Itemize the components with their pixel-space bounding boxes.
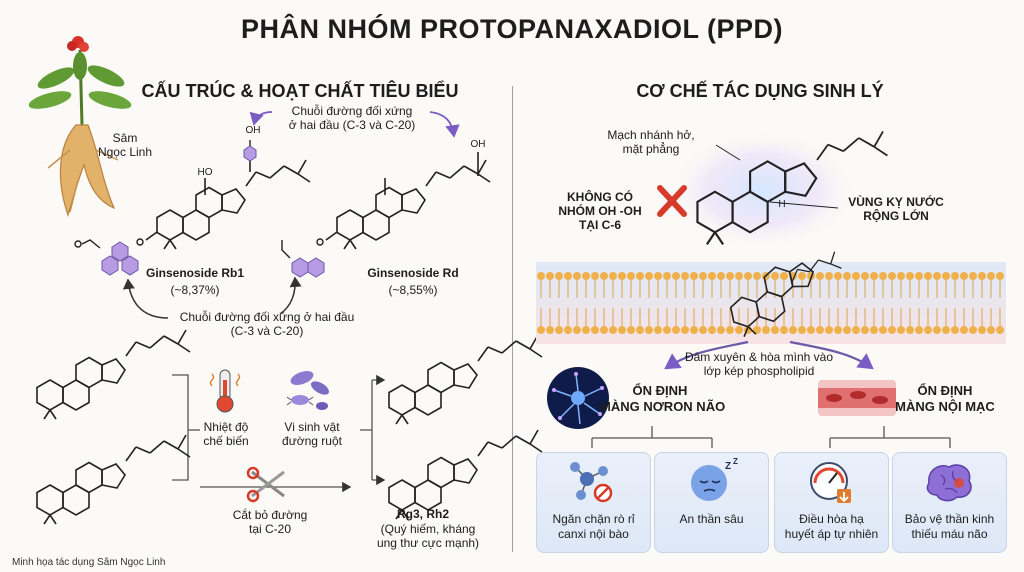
- effect-card-sedation: Z Z An thần sâu: [654, 452, 769, 553]
- gut-microbe-icon: [286, 371, 330, 410]
- rb1-ho-label: HO: [197, 167, 213, 178]
- ginsenoside-rd-structure: [281, 152, 491, 278]
- plant-label: Sâm Ngọc Linh: [97, 131, 153, 159]
- left-connector-arrows: [122, 111, 460, 493]
- temperature-label: Nhiệt độ chế biến: [203, 420, 249, 448]
- section-divider: [512, 86, 513, 552]
- card-label-sedation: An thần sâu: [679, 512, 744, 526]
- card-label-blood-pressure: Điều hòa hạ huyết áp tự nhiên: [784, 512, 879, 541]
- h-label: H: [778, 199, 786, 210]
- ginsenoside-rb1-structure: [74, 140, 311, 276]
- thermometer-icon: [209, 369, 241, 413]
- lipid-heads: [537, 272, 1004, 334]
- hydrophobic-note: VÙNG KỴ NƯỚC RỘNG LỚN: [848, 195, 944, 223]
- blood-vessel-icon: [818, 380, 896, 416]
- result-name: Rg3, Rh2: [396, 507, 449, 521]
- effect-card-neuroprotect: Bảo vệ thần kinh thiếu máu não: [892, 452, 1007, 553]
- blood-pressure-gauge-icon: [810, 462, 851, 503]
- branch-note: Mạch nhánh hở, mặt phẳng: [607, 128, 695, 156]
- top-sugar-note: Chuỗi đường đối xứng ở hai đầu (C-3 và C…: [288, 104, 416, 132]
- rb1-name: Ginsenoside Rb1: [145, 266, 245, 280]
- bottom-sugar-note: Chuỗi đường đối xứng ở hai đầu (C-3 và C…: [179, 310, 355, 338]
- left-section-heading: CẤU TRÚC & HOẠT CHẤT TIÊU BIỂU: [141, 81, 459, 101]
- svg-text:Z: Z: [733, 457, 738, 466]
- effect-card-blood-pressure: Điều hòa hạ huyết áp tự nhiên: [774, 452, 889, 553]
- rd-oh-label: OH: [470, 139, 486, 150]
- scissors-icon: [246, 466, 285, 503]
- neuron-membrane-label: ỔN ĐỊNH MÀNG NƠRON NÃO: [600, 383, 726, 414]
- card-label-calcium: Ngăn chặn rò rỉ canxi nội bào: [552, 512, 635, 541]
- rb1-percent: (~8,37%): [170, 283, 220, 297]
- penetrate-note: Đâm xuyên & hòa mình vào lớp kép phospho…: [684, 350, 834, 378]
- cut-label: Cắt bỏ đường tại C-20: [232, 508, 308, 536]
- endothelium-membrane-label: ỔN ĐỊNH MÀNG NỘI MẠC: [895, 383, 995, 414]
- rd-name: Ginsenoside Rd: [367, 266, 459, 280]
- svg-text:Z: Z: [725, 461, 731, 472]
- image-caption: Minh họa tác dụng Sâm Ngọc Linh: [12, 557, 166, 568]
- sleep-face-icon: Z Z: [691, 457, 738, 501]
- card-label-neuroprotect: Bảo vệ thần kinh thiếu máu não: [904, 512, 995, 541]
- rb1-oh-label: OH: [245, 125, 261, 136]
- right-section-heading: CƠ CHẾ TÁC DỤNG SINH LÝ: [636, 81, 884, 101]
- rd-percent: (~8,55%): [388, 283, 438, 297]
- molecule-block-icon: [570, 462, 613, 503]
- no-oh-note: KHÔNG CÓ NHÓM OH -OH TẠI C-6: [558, 190, 642, 232]
- effect-card-calcium: Ngăn chặn rò rỉ canxi nội bào: [536, 452, 651, 553]
- page-title: PHÂN NHÓM PROTOPANAXADIOL (PPD): [240, 14, 784, 44]
- result-description: (Quý hiếm, kháng ung thư cực mạnh): [376, 522, 480, 550]
- neuron-icon: [547, 367, 609, 429]
- microbe-label: Vi sinh vật đường ruột: [282, 420, 342, 448]
- brain-icon: [926, 464, 972, 502]
- ginseng-plant-icon: [28, 36, 132, 217]
